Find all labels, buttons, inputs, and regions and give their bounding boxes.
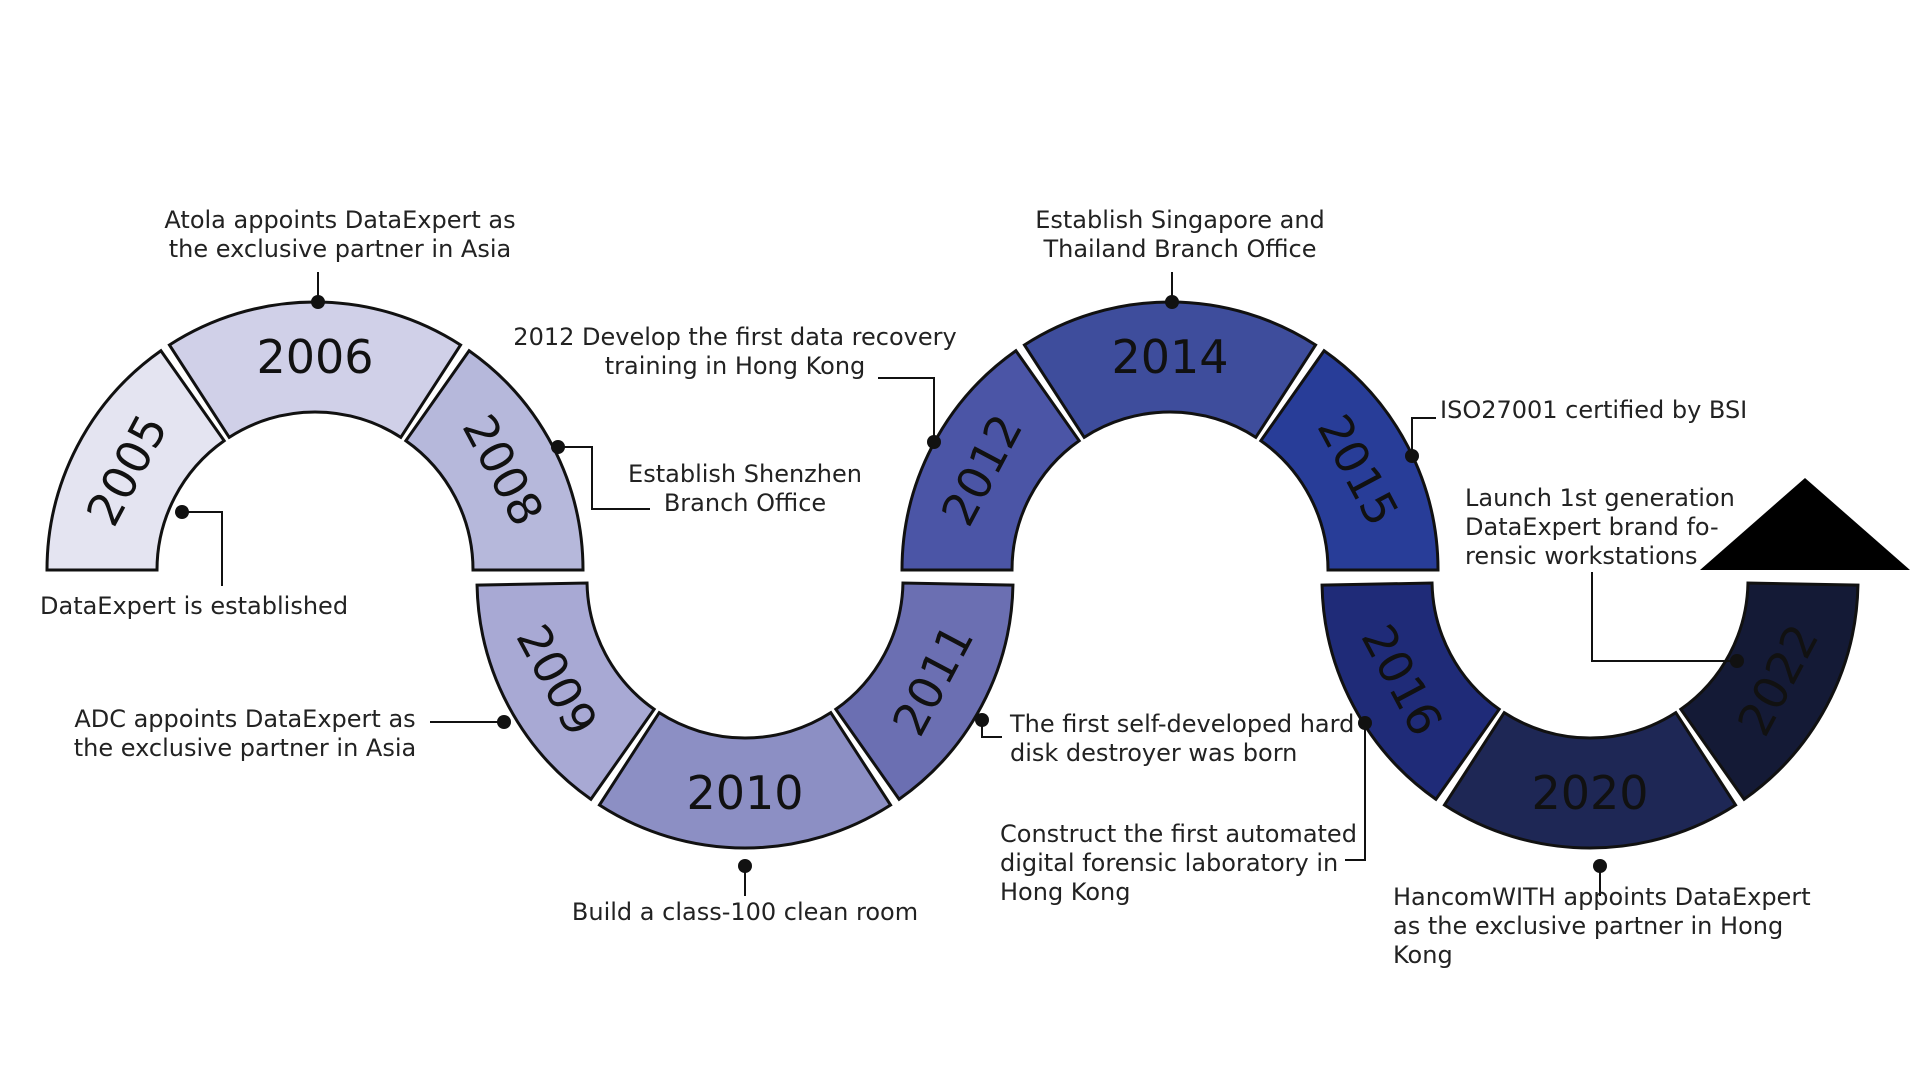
- event-text-line: Establish Shenzhen: [628, 460, 862, 488]
- marker-dot-icon: [311, 295, 325, 309]
- marker-dot-icon: [1165, 295, 1179, 309]
- event-text: Build a class-100 clean room: [572, 898, 918, 926]
- event-text-line: Establish Singapore and: [1035, 206, 1325, 234]
- leader-line: [1591, 572, 1737, 662]
- event-text-line: ADC appoints DataExpert as: [74, 705, 415, 733]
- year-segment-2014: [1022, 300, 1318, 440]
- event-text: ISO27001 certified by BSI: [1440, 396, 1747, 424]
- year-segment-2005: [45, 348, 227, 572]
- year-segment-2015: [1258, 348, 1440, 572]
- year-segment-2022: [1678, 581, 1860, 802]
- arrow-head-icon: [1700, 478, 1910, 570]
- marker-dot-icon: [551, 440, 565, 454]
- event-text-line: Atola appoints DataExpert as: [164, 206, 515, 234]
- event-text-line: Build a class-100 clean room: [572, 898, 918, 926]
- year-segment-2008: [403, 348, 585, 572]
- marker-dot-icon: [1405, 449, 1419, 463]
- event-text-line: as the exclusive partner in Hong: [1393, 912, 1783, 940]
- leader-line: [878, 377, 935, 442]
- year-segment-2009: [475, 581, 657, 802]
- event-text-line: digital forensic laboratory in: [1000, 849, 1338, 877]
- event-text-line: Construct the first automated: [1000, 820, 1357, 848]
- event-text-line: DataExpert brand fo-: [1465, 513, 1719, 541]
- marker-dot-icon: [497, 715, 511, 729]
- event-text-line: training in Hong Kong: [605, 352, 866, 380]
- year-label-2010: 2010: [686, 766, 803, 820]
- marker-dot-icon: [1730, 654, 1744, 668]
- marker-dot-icon: [927, 435, 941, 449]
- event-callout: Build a class-100 clean room: [572, 859, 918, 926]
- year-label-2020: 2020: [1531, 766, 1648, 820]
- marker-dot-icon: [175, 505, 189, 519]
- year-segment-2020: [1442, 710, 1738, 850]
- event-callout: ISO27001 certified by BSI: [1405, 396, 1747, 463]
- event-text-line: Branch Office: [664, 489, 826, 517]
- event-text-line: The first self-developed hard: [1009, 710, 1354, 738]
- leader-line: [1345, 723, 1366, 861]
- event-text-line: Kong: [1393, 941, 1453, 969]
- leader-line: [558, 446, 650, 510]
- event-text-line: Thailand Branch Office: [1042, 235, 1316, 263]
- event-text-line: disk destroyer was born: [1010, 739, 1297, 767]
- year-segment-2012: [900, 348, 1082, 572]
- event-text-line: the exclusive partner in Asia: [169, 235, 511, 263]
- event-text-line: HancomWITH appoints DataExpert: [1393, 883, 1811, 911]
- leader-line: [182, 511, 223, 586]
- event-text-line: Hong Kong: [1000, 878, 1130, 906]
- timeline-events: DataExpert is established Atola appoints …: [40, 206, 1811, 969]
- event-callout: DataExpert is established: [40, 505, 348, 620]
- leader-line: [1411, 417, 1436, 456]
- event-text-line: rensic workstations: [1465, 542, 1698, 570]
- timeline-segments: 2005200620082009201020112012201420152016…: [45, 300, 1860, 850]
- event-text-line: Launch 1st generation: [1465, 484, 1735, 512]
- year-segment-2016: [1320, 581, 1502, 802]
- marker-dot-icon: [1358, 716, 1372, 730]
- event-text-line: DataExpert is established: [40, 592, 348, 620]
- event-text: DataExpert is established: [40, 592, 348, 620]
- marker-dot-icon: [1593, 859, 1607, 873]
- event-text-line: ISO27001 certified by BSI: [1440, 396, 1747, 424]
- marker-dot-icon: [975, 713, 989, 727]
- year-label-2006: 2006: [256, 330, 373, 384]
- event-text-line: the exclusive partner in Asia: [74, 734, 416, 762]
- year-segment-2011: [833, 581, 1015, 802]
- year-label-2014: 2014: [1111, 330, 1228, 384]
- year-segment-2010: [597, 710, 893, 850]
- marker-dot-icon: [738, 859, 752, 873]
- event-text-line: 2012 Develop the first data recovery: [513, 323, 956, 351]
- year-segment-2006: [167, 300, 463, 440]
